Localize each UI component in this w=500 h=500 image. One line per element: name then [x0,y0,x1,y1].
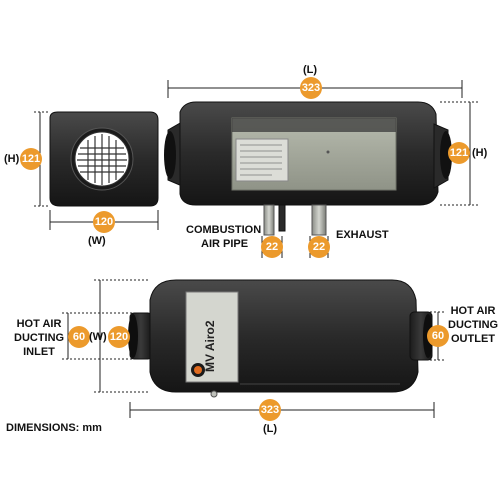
dimensions-note: DIMENSIONS: mm [6,422,102,434]
top-length-badge: 323 [300,77,322,99]
top-view-heater [164,101,452,236]
inlet-label-line1: HOT AIR [16,318,62,330]
side-length-badge: 323 [259,399,281,421]
side-width-letter: (W) [89,331,107,343]
front-height-badge: 121 [20,148,42,170]
exhaust-pipe [311,204,327,236]
front-vent-grille [77,134,127,185]
combustion-badge: 22 [261,236,283,258]
front-view [49,111,159,207]
side-heater-front-panel [185,291,239,383]
front-height-letter: (H) [4,153,20,165]
top-height-letter: (H) [472,147,488,159]
top-length-letter: (L) [303,64,318,76]
side-length-letter: (L) [263,423,278,435]
inlet-badge: 60 [68,326,90,348]
inlet-label-line2: DUCTING [14,332,65,344]
inlet-label-line3: INLET [23,346,55,358]
brand-label: MV Airo2 [203,320,217,372]
top-heater-label [235,138,289,182]
brand-label-wrap [194,250,210,330]
top-height-badge: 121 [448,142,470,164]
outlet-label-line1: HOT AIR [450,305,496,317]
outlet-label-line2: DUCTING [448,319,499,331]
combustion-label-line1: COMBUSTION [186,224,262,236]
outlet-label-line3: OUTLET [451,333,495,345]
exhaust-badge: 22 [308,236,330,258]
front-width-badge: 120 [93,211,115,233]
outlet-badge: 60 [427,325,449,347]
combustion-label-line2: AIR PIPE [201,238,249,250]
side-view-heater [128,279,433,398]
front-width-letter: (W) [88,235,106,247]
side-width-badge: 120 [108,326,130,348]
exhaust-label: EXHAUST [336,229,389,241]
combustion-air-pipe [263,204,275,236]
